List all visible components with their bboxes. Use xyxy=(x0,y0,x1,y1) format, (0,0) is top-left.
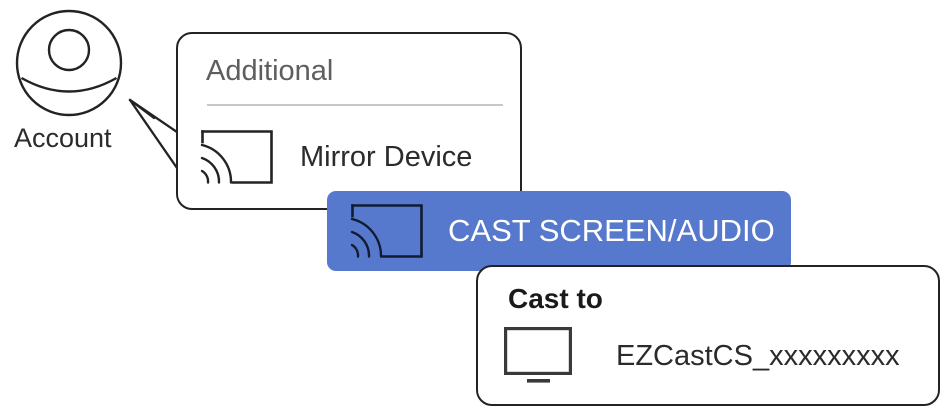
cast-screen-audio-button[interactable]: CAST SCREEN/AUDIO xyxy=(327,191,791,271)
account-block: Account xyxy=(14,8,138,158)
account-avatar-icon xyxy=(14,8,124,118)
cast-to-panel: Cast to EZCastCS_xxxxxxxxx xyxy=(476,265,940,406)
monitor-icon xyxy=(504,327,573,385)
mirror-device-label: Mirror Device xyxy=(300,141,473,173)
account-label: Account xyxy=(14,123,112,153)
menu-item-mirror-device[interactable]: Mirror Device xyxy=(196,122,516,192)
cast-screen-icon xyxy=(200,129,274,185)
cast-to-title: Cast to xyxy=(508,283,603,314)
additional-panel: Additional Mirror Device xyxy=(176,32,522,210)
cast-screen-icon xyxy=(350,203,424,259)
cast-device-list-item[interactable]: EZCastCS_xxxxxxxxx xyxy=(504,325,924,387)
cast-screen-audio-label: CAST SCREEN/AUDIO xyxy=(448,213,775,248)
arrow-pointer-icon xyxy=(128,96,188,176)
cast-device-name: EZCastCS_xxxxxxxxx xyxy=(616,340,900,372)
additional-panel-title: Additional xyxy=(206,55,334,87)
panel-divider xyxy=(207,104,503,106)
